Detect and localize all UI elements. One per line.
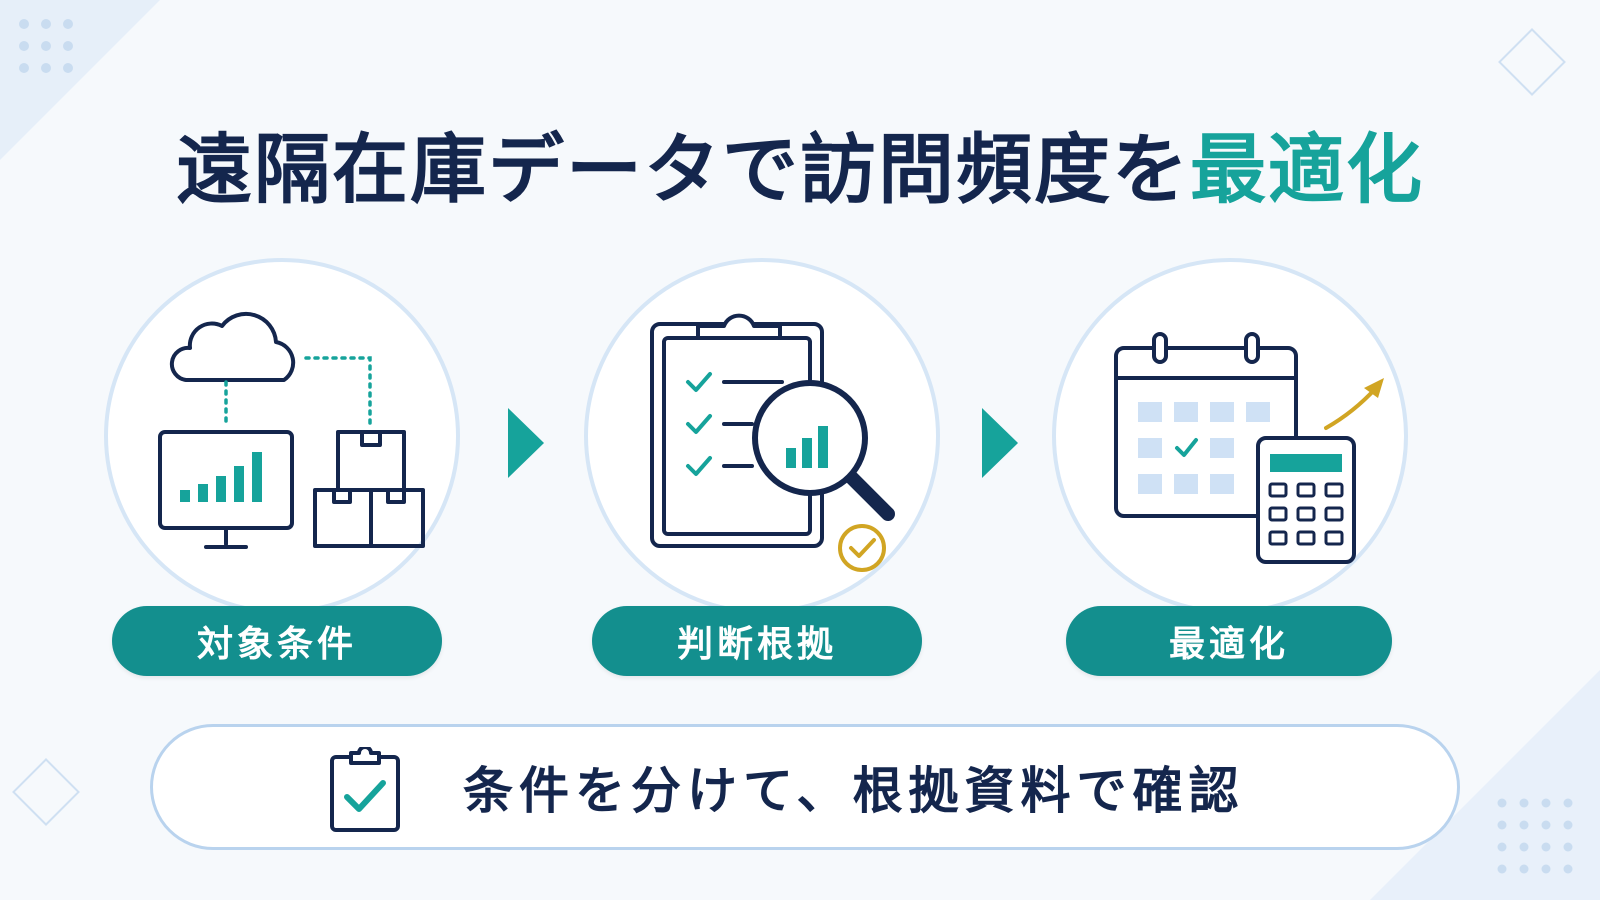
step-3-label: 最適化 [1066,606,1392,676]
step-arrow-icon [508,408,544,478]
step-2-circle [584,258,940,614]
step-1-circle [104,258,460,614]
clipboard-magnifier-icon [650,313,895,572]
summary-bar: 条件を分けて、根拠資料で確認 [150,724,1460,850]
cloud-monitor-boxes-icon [158,311,425,549]
dot-grid-decoration [1497,798,1573,874]
calendar-calculator-icon [1114,332,1384,564]
title-main: 遠隔在庫データで訪問頻度を [176,125,1190,214]
step-arrow-icon [982,408,1018,478]
step-2-label: 判断根拠 [592,606,922,676]
page-title: 遠隔在庫データで訪問頻度を最適化 [0,108,1600,218]
summary-text: 条件を分けて、根拠資料で確認 [463,762,1245,820]
diamond-decoration [1498,28,1566,96]
diamond-decoration [12,758,80,826]
step-3-circle [1052,258,1408,614]
title-accent: 最適化 [1190,125,1424,214]
dot-grid-decoration [19,19,73,73]
step-1-label: 対象条件 [112,606,442,676]
clipboard-check-icon [330,747,400,832]
